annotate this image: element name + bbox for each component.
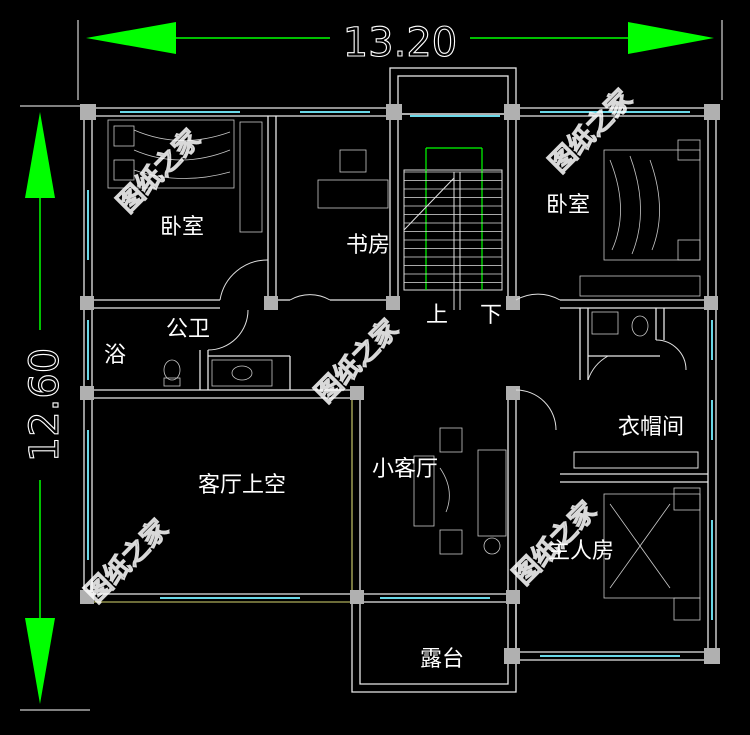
room-bedroom-right: 卧室 [546, 193, 590, 218]
room-cloakroom: 衣帽间 [618, 415, 684, 440]
room-living-void: 客厅上空 [198, 473, 286, 498]
room-terrace: 露台 [420, 647, 464, 672]
stair-up-label: 上 [426, 303, 448, 328]
height-label: 12.60 [22, 348, 68, 463]
width-arrow-right [628, 22, 714, 54]
room-study: 书房 [346, 233, 390, 258]
room-small-living: 小客厅 [372, 457, 438, 482]
room-bedroom-left: 卧室 [160, 215, 204, 240]
watermarks: 图纸之家 图纸之家 图纸之家 图纸之家 图纸之家 [79, 83, 639, 609]
height-dimension: 12.60 [20, 105, 90, 711]
room-labels: 卧室 书房 卧室 浴 公卫 上 下 衣帽间 客厅上空 小客厅 主人房 露台 [104, 193, 684, 672]
staircase [403, 147, 503, 310]
room-bath: 浴 [104, 343, 126, 368]
width-arrow-left [86, 22, 176, 54]
height-arrow-top [25, 112, 55, 198]
doors [207, 259, 687, 431]
furniture [107, 119, 701, 621]
width-label: 13.20 [343, 20, 458, 66]
columns [80, 104, 720, 664]
room-master-bedroom: 主人房 [548, 539, 614, 564]
stair-down-label: 下 [480, 303, 502, 328]
watermark: 图纸之家 [543, 83, 638, 178]
width-dimension: 13.20 [77, 19, 723, 100]
windows [87, 111, 713, 657]
walls [83, 67, 717, 693]
height-arrow-bottom [25, 618, 55, 704]
room-public-wc: 公卫 [166, 317, 210, 342]
